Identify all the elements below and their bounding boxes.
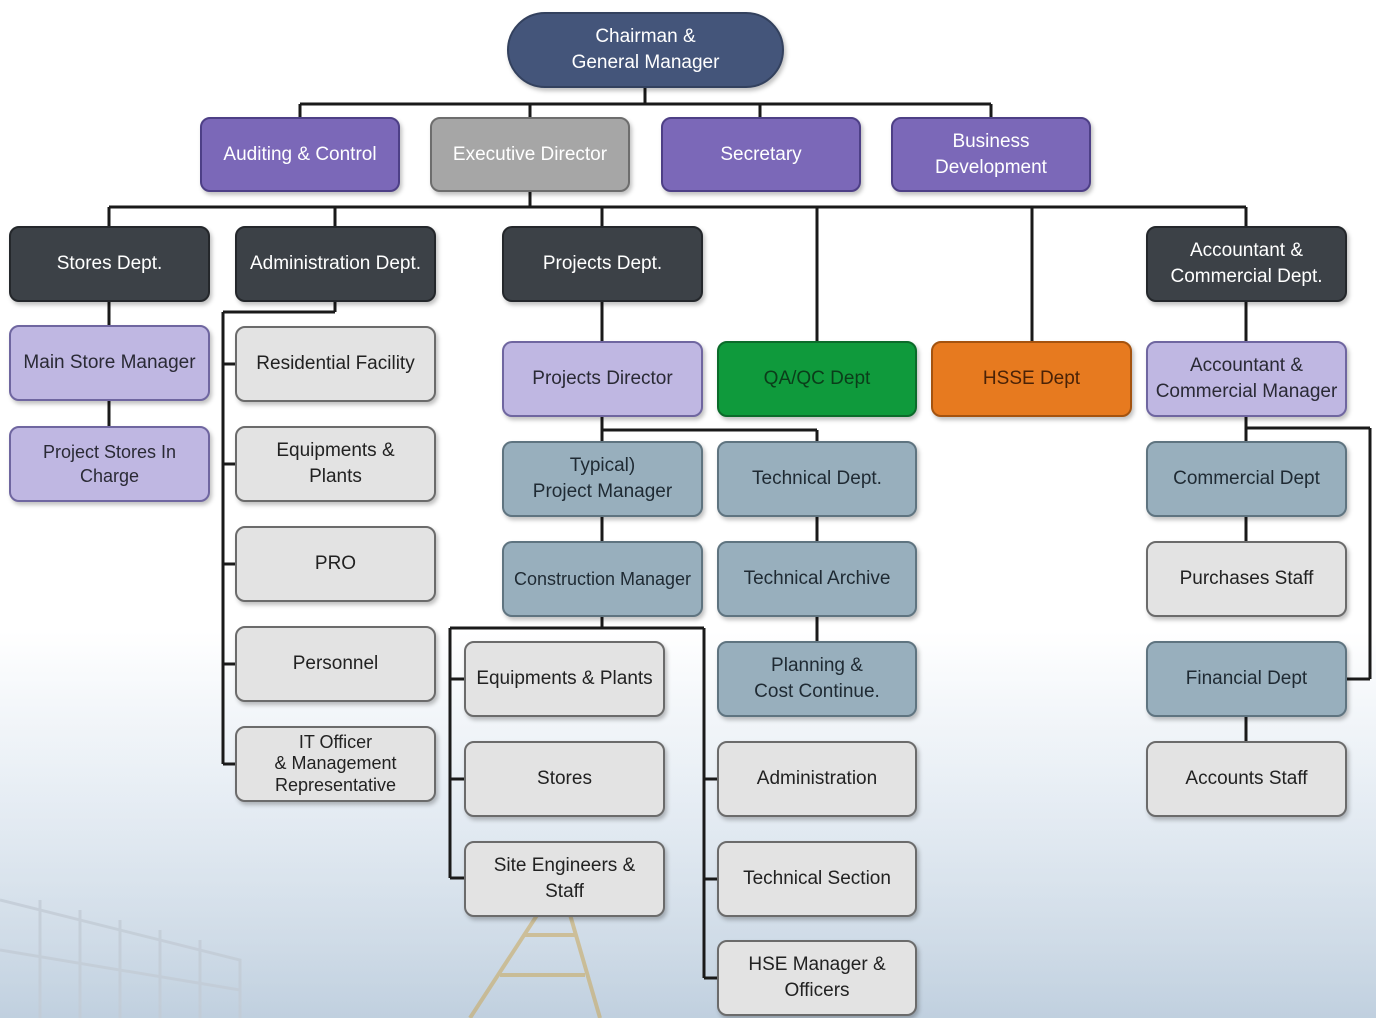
purchases-staff-node: Purchases Staff [1146, 541, 1347, 617]
secretary-node: Secretary [661, 117, 861, 192]
hse-manager-officers-node: HSE Manager & Officers [717, 940, 917, 1016]
hsse-dept-node: HSSE Dept [931, 341, 1132, 417]
projects-director-node: Projects Director [502, 341, 703, 417]
business-development-node: Business Development [891, 117, 1091, 192]
main-store-manager-node: Main Store Manager [9, 325, 210, 401]
site-engineers-staff-node: Site Engineers & Staff [464, 841, 665, 917]
administration-dept-node: Administration Dept. [235, 226, 436, 302]
planning-cost-node: Planning & Cost Continue. [717, 641, 917, 717]
projects-stores-node: Stores [464, 741, 665, 817]
accounts-staff-node: Accounts Staff [1146, 741, 1347, 817]
personnel-node: Personnel [235, 626, 436, 702]
it-officer-node: IT Officer & Management Representative [235, 726, 436, 802]
executive-director-node: Executive Director [430, 117, 630, 192]
accountant-commercial-manager-node: Accountant & Commercial Manager [1146, 341, 1347, 417]
project-manager-node: Typical) Project Manager [502, 441, 703, 517]
projects-equipments-plants-node: Equipments & Plants [464, 641, 665, 717]
commercial-dept-node: Commercial Dept [1146, 441, 1347, 517]
financial-dept-node: Financial Dept [1146, 641, 1347, 717]
technical-dept-node: Technical Dept. [717, 441, 917, 517]
project-stores-in-charge-node: Project Stores In Charge [9, 426, 210, 502]
qa-qc-dept-node: QA/QC Dept [717, 341, 917, 417]
admin-equipments-plants-node: Equipments & Plants [235, 426, 436, 502]
auditing-control-node: Auditing & Control [200, 117, 400, 192]
construction-manager-node: Construction Manager [502, 541, 703, 617]
stores-dept-node: Stores Dept. [9, 226, 210, 302]
residential-facility-node: Residential Facility [235, 326, 436, 402]
projects-dept-node: Projects Dept. [502, 226, 703, 302]
technical-section-node: Technical Section [717, 841, 917, 917]
technical-archive-node: Technical Archive [717, 541, 917, 617]
pro-node: PRO [235, 526, 436, 602]
chairman-node: Chairman & General Manager [507, 12, 784, 88]
accountant-commercial-dept-node: Accountant & Commercial Dept. [1146, 226, 1347, 302]
administration-node: Administration [717, 741, 917, 817]
